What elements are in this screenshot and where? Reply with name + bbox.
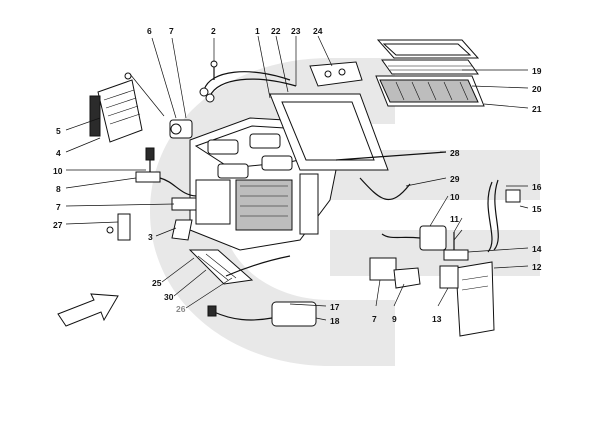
callout-14: 14 [532,244,542,254]
callout-22: 22 [271,26,281,36]
control-unit [89,72,143,143]
callout-6: 6 [147,26,152,36]
bracket-27 [106,213,131,241]
callout-27: 27 [53,220,63,230]
callout-3: 3 [148,232,153,242]
callout-26: 26 [176,304,186,314]
callout-20: 20 [532,84,542,94]
box-13 [439,265,459,289]
callout-12: 12 [532,262,542,272]
actuator-motor [169,119,193,139]
pipes [199,60,297,103]
relay-block [369,257,421,289]
leader-lines [65,35,529,321]
filter-housing [375,75,485,107]
callout-7-bottom: 7 [372,314,377,324]
direction-arrow [57,293,119,327]
callout-24: 24 [313,26,323,36]
callout-10-left: 10 [53,166,63,176]
callout-5: 5 [56,126,61,136]
callout-29: 29 [450,174,460,184]
callout-23: 23 [291,26,301,36]
callout-8: 8 [56,184,61,194]
callout-18: 18 [330,316,340,326]
callout-2: 2 [211,26,216,36]
actuator-right [381,225,447,251]
callout-19: 19 [532,66,542,76]
evaporator-frame [269,93,389,171]
flap-3 [171,219,193,241]
callout-16: 16 [532,182,542,192]
pipe-29 [359,177,411,201]
filter-cover [376,39,480,59]
callout-13: 13 [432,314,442,324]
pollen-filter [381,59,479,75]
callout-4: 4 [56,148,61,158]
callout-17: 17 [330,302,340,312]
expansion-valve-block [309,61,363,87]
motor-18 [207,301,317,327]
callout-7-top: 7 [169,26,174,36]
callout-30: 30 [164,292,174,302]
bracket-14 [443,232,469,261]
callout-1: 1 [255,26,260,36]
hose-15 [487,179,521,253]
callout-21: 21 [532,104,542,114]
callout-7-left: 7 [56,202,61,212]
callout-28: 28 [450,148,460,158]
sensor-tube-28 [335,151,447,161]
callout-15: 15 [532,204,542,214]
callout-10-right: 10 [450,192,460,202]
callout-11: 11 [450,214,459,224]
duct-30 [188,249,254,285]
callout-9: 9 [392,314,397,324]
pipe-26 [225,255,291,277]
callout-25: 25 [152,278,162,288]
housing-12 [455,261,495,337]
callout-labels: 6 7 2 1 22 23 24 5 4 10 8 7 27 3 25 30 2… [53,26,542,326]
